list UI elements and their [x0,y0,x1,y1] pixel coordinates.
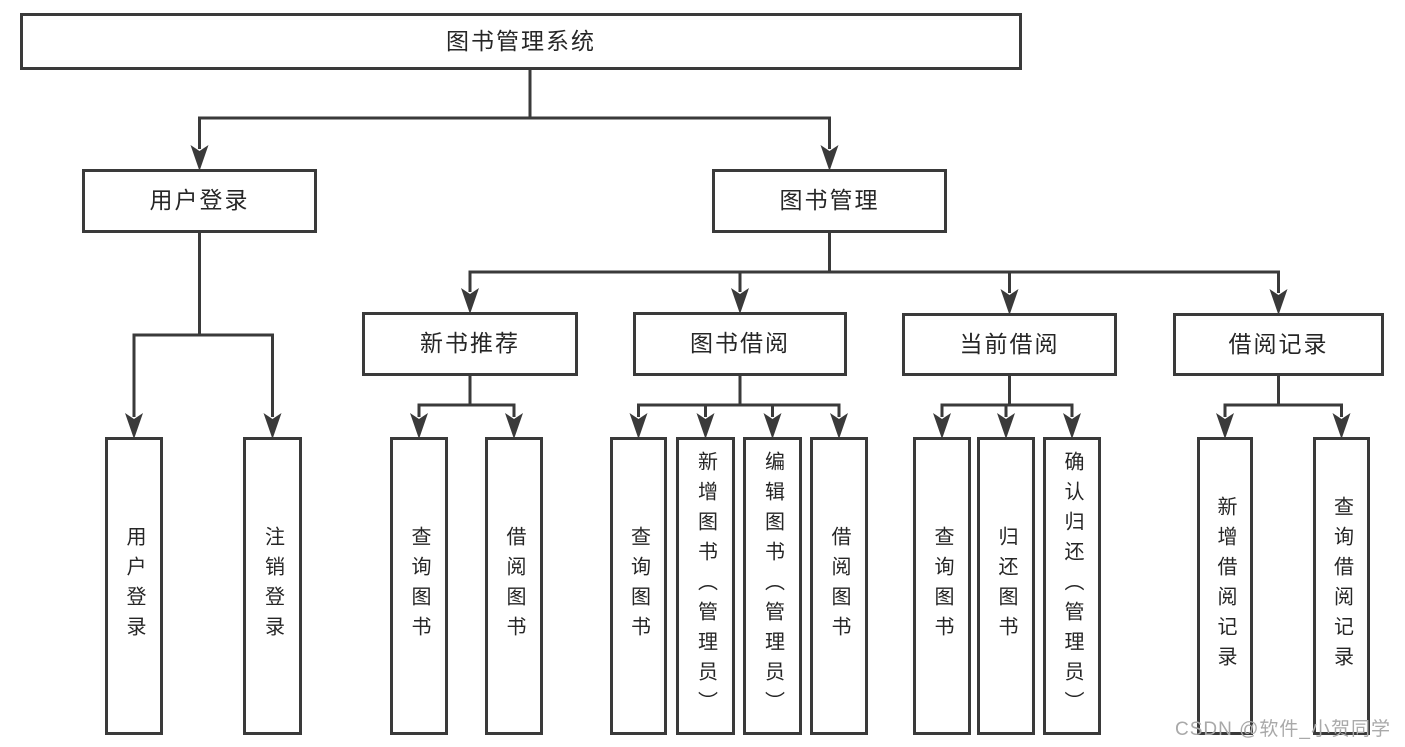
arrowhead-icon [997,413,1015,439]
arrowhead-icon [731,288,749,314]
watermark: CSDN @软件_小贺同学 [1175,719,1391,740]
node-logout: 注销登录 [243,437,302,735]
node-book-borrow: 图书借阅 [633,312,847,376]
arrowhead-icon [820,145,839,171]
arrowhead-icon [410,413,428,439]
arrowhead-icon [763,413,782,439]
node-borrow-records: 借阅记录 [1173,313,1384,376]
node-book-mgmt: 图书管理 [712,169,947,233]
node-bb-edit-book: 编辑图书（管理员） [743,437,802,735]
arrowhead-icon [1269,289,1288,315]
node-bb-borrow-book: 借阅图书 [810,437,868,735]
arrowhead-icon [830,413,848,439]
arrowhead-icon [461,288,479,314]
arrowhead-icon [933,413,951,439]
arrowhead-icon [125,413,143,439]
node-bb-add-book: 新增图书（管理员） [676,437,735,735]
node-cb-query-book: 查询图书 [913,437,971,735]
node-rec-borrow-book: 借阅图书 [485,437,543,735]
node-cb-return-book: 归还图书 [977,437,1035,735]
arrowhead-icon [1063,413,1081,439]
node-cb-confirm-return: 确认归还（管理员） [1043,437,1101,735]
arrowhead-icon [190,145,209,171]
node-new-book-rec: 新书推荐 [362,312,578,376]
arrowhead-icon [505,413,523,439]
node-br-add-record: 新增借阅记录 [1197,437,1253,735]
node-rec-query-book: 查询图书 [390,437,448,735]
node-bb-query-book: 查询图书 [610,437,667,735]
arrowhead-icon [1216,413,1234,439]
node-br-query-record: 查询借阅记录 [1313,437,1370,735]
arrowhead-icon [1332,413,1351,439]
arrowhead-icon [1000,289,1019,315]
node-root: 图书管理系统 [20,13,1022,70]
node-user-login: 用户登录 [82,169,317,233]
node-current-borrow: 当前借阅 [902,313,1117,376]
arrowhead-icon [629,413,648,439]
arrowhead-icon [696,413,715,439]
arrowhead-icon [263,413,282,439]
node-login: 用户登录 [105,437,163,735]
